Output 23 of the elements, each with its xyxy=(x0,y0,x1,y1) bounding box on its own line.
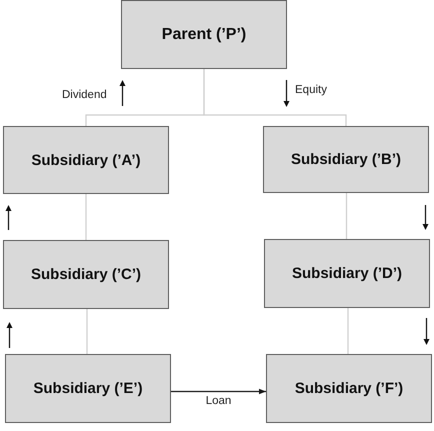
entity-name: Subsidiary (’A’) xyxy=(31,152,141,168)
edge-label: Loan xyxy=(204,394,234,406)
entity-name: Subsidiary (’C’) xyxy=(30,266,142,283)
flow-label: Dividend xyxy=(62,89,107,101)
entity-name: Subsidiary (’D’) xyxy=(292,265,402,282)
entity-box xyxy=(263,126,429,193)
entity-name: Parent (’P’) xyxy=(162,26,246,44)
entity-box xyxy=(5,354,171,423)
entity-name: Subsidiary (’B’) xyxy=(290,151,402,168)
connector-line xyxy=(346,193,348,239)
connector-line xyxy=(85,194,87,240)
connector-line xyxy=(347,308,349,354)
entity-box xyxy=(3,240,169,309)
connector-line xyxy=(86,309,88,354)
arrow xyxy=(171,388,266,394)
entity-name: Subsidiary (’F’) xyxy=(294,380,404,397)
entity-box xyxy=(266,354,432,423)
entity-box xyxy=(3,126,169,194)
flow-label: Equity xyxy=(295,84,327,96)
connector-line xyxy=(203,69,347,126)
entity-box xyxy=(264,239,430,308)
entity-name: Subsidiary (’E’) xyxy=(33,380,143,397)
entity-box xyxy=(121,0,287,69)
